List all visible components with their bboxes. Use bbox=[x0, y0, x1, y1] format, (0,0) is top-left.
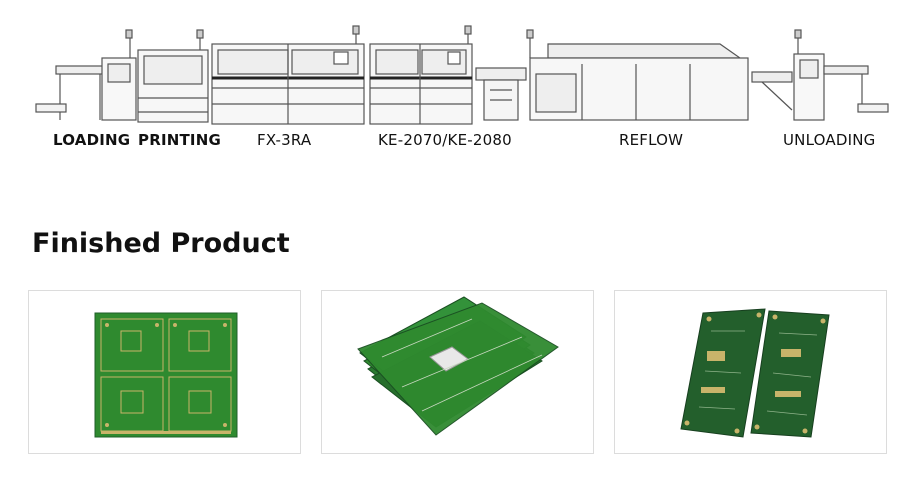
stage-label-reflow: REFLOW bbox=[619, 131, 684, 149]
stage-label-unloading: UNLOADING bbox=[783, 131, 876, 149]
pcb-panel-image bbox=[94, 312, 238, 438]
loading-machine-icon bbox=[35, 29, 137, 121]
stage-label-printing: PRINTING bbox=[138, 131, 221, 149]
printing-machine-icon bbox=[137, 29, 209, 123]
fx-3ra-machine-icon bbox=[211, 25, 365, 125]
section-title: Finished Product bbox=[32, 228, 290, 259]
product-card[interactable] bbox=[321, 290, 594, 454]
pcb-stack-image bbox=[357, 296, 559, 436]
stage-label-loading: LOADING bbox=[53, 131, 131, 149]
product-card[interactable] bbox=[614, 290, 887, 454]
unloading-machine-icon bbox=[751, 29, 889, 121]
pcb-pair-image bbox=[680, 308, 830, 438]
ke-2070-ke-2080-machine-icon bbox=[369, 25, 473, 125]
conveyor-icon bbox=[475, 67, 527, 121]
stage-label-fx-3ra: FX-3RA bbox=[257, 131, 312, 149]
stage-label-ke-2070-ke-2080: KE-2070/KE-2080 bbox=[378, 131, 512, 149]
reflow-oven-icon bbox=[526, 29, 749, 121]
product-card[interactable] bbox=[28, 290, 301, 454]
smt-production-line-diagram bbox=[35, 25, 889, 125]
